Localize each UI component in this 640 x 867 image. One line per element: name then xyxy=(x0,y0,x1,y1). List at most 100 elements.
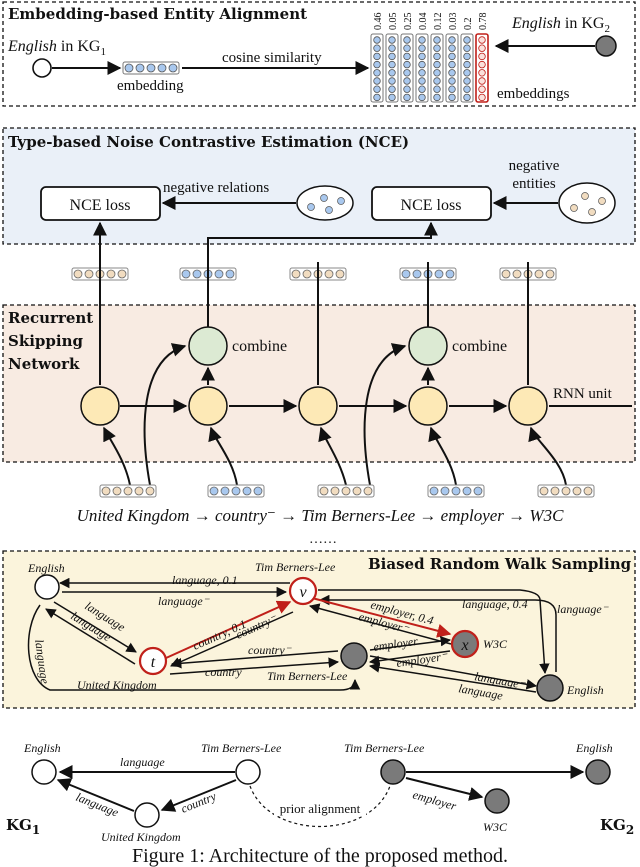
negative-relations-label: negative relations xyxy=(163,180,269,196)
walk-w3c-label: W3C xyxy=(483,637,508,651)
negative-entities-label-1: negative xyxy=(509,158,560,174)
input-embedding-1 xyxy=(99,484,157,498)
kg1-tbl xyxy=(235,759,261,785)
score-2: 0.05 xyxy=(388,13,399,31)
walk-uk-label: United Kingdom xyxy=(77,678,157,692)
walk-english2-label: English xyxy=(566,683,604,697)
kg2-w3c xyxy=(484,788,510,814)
kg1-label: KG1 xyxy=(6,816,40,837)
nce-loss-label-1: NCE loss xyxy=(70,197,131,214)
walk-x-node xyxy=(450,629,480,659)
path-sequence: United Kingdom → country⁻ → Tim Berners-… xyxy=(77,506,565,525)
kg2-embedding-columns xyxy=(370,33,489,103)
negative-relations-set xyxy=(296,185,354,221)
x-letter: x xyxy=(460,637,468,654)
alignment-section: Embedding-based Entity Alignment English… xyxy=(2,1,636,107)
rnn-unit-label: RNN unit xyxy=(553,386,613,402)
kg1-embedding-vector xyxy=(122,61,180,75)
kg2-label: KG2 xyxy=(600,816,634,837)
kg1-uk xyxy=(134,802,160,828)
kg1-language-label: language xyxy=(120,755,165,769)
kg-section: English language Tim Berners-Lee languag… xyxy=(6,741,634,844)
score-7: 0.2 xyxy=(463,18,474,31)
rsn-title-3: Network xyxy=(8,355,80,373)
score-8: 0.78 xyxy=(478,13,489,31)
t-letter: t xyxy=(151,654,156,671)
rsn-title-2: Skipping xyxy=(8,332,84,350)
kg2-english-node xyxy=(595,35,617,57)
combine-label-1: combine xyxy=(232,338,287,355)
embedding-column-7 xyxy=(460,33,474,103)
input-embeddings xyxy=(99,484,595,498)
input-embedding-3 xyxy=(317,484,375,498)
nce-loss-label-2: NCE loss xyxy=(401,197,462,214)
walk-english-node xyxy=(34,574,60,600)
edge-language-inv-top: language⁻ xyxy=(158,594,211,608)
negative-entities-label-2: entities xyxy=(512,176,555,192)
combine-node-1 xyxy=(188,326,228,366)
input-embedding-4 xyxy=(427,484,485,498)
embedding-column-6 xyxy=(445,33,459,103)
score-5: 0.12 xyxy=(433,13,444,31)
embedding-column-4 xyxy=(415,33,429,103)
embedding-column-5 xyxy=(430,33,444,103)
cosine-label: cosine similarity xyxy=(222,50,322,66)
alignment-title: Embedding-based Entity Alignment xyxy=(8,5,307,23)
kg2-employer-label: employer xyxy=(411,787,458,813)
output-embeddings xyxy=(71,267,557,281)
edge-country-inv-2: country⁻ xyxy=(248,643,293,657)
embedding-column-1 xyxy=(370,33,384,103)
combine-node-2 xyxy=(408,326,448,366)
score-3: 0.25 xyxy=(403,13,414,31)
edge-language-inv-right: language⁻ xyxy=(557,602,610,616)
nce-title: Type-based Noise Contrastive Estimation … xyxy=(8,133,409,151)
kg2-tbl xyxy=(380,759,406,785)
kg1-english-label: English in KG1 xyxy=(7,38,106,58)
edge-language-04: language, 0.4 xyxy=(462,597,528,611)
embedding-column-2 xyxy=(385,33,399,103)
similarity-scores: 0.46 0.05 0.25 0.04 0.12 0.03 0.2 0.78 xyxy=(373,13,489,31)
kg1-tbl-label: Tim Berners-Lee xyxy=(201,741,282,755)
edge-country-2: country xyxy=(205,665,242,679)
kg1-english xyxy=(31,759,57,785)
kg1-language-bottom-label: language xyxy=(74,790,121,820)
input-embedding-5 xyxy=(537,484,595,498)
kg2-english-label: English in KG2 xyxy=(511,15,610,35)
prior-alignment-label: prior alignment xyxy=(280,801,361,816)
rnn-nodes xyxy=(80,386,548,426)
score-4: 0.04 xyxy=(418,13,429,31)
kg2-w3c-label: W3C xyxy=(483,820,508,834)
kg2-tbl-label: Tim Berners-Lee xyxy=(344,741,425,755)
figure-caption: Figure 1: Architecture of the proposed m… xyxy=(132,845,508,867)
edge-employer-2: employer xyxy=(372,634,418,654)
edge-language-01: language, 0.1 xyxy=(172,573,238,587)
kg1-country-label: country xyxy=(179,789,219,816)
output-embedding-2 xyxy=(179,267,237,281)
walk-v-node xyxy=(288,576,318,606)
negative-entities-set xyxy=(558,182,616,224)
walk-t-node xyxy=(138,646,168,676)
kg1-english-label: English xyxy=(23,741,61,755)
ellipsis: …… xyxy=(309,532,337,547)
walk-tbl2-node xyxy=(340,642,368,670)
score-1: 0.46 xyxy=(373,13,384,31)
embedding-label: embedding xyxy=(117,78,184,94)
nce-loss-box-2 xyxy=(371,186,492,221)
nce-section: Type-based Noise Contrastive Estimation … xyxy=(2,127,636,245)
kg1-english-node xyxy=(32,58,52,78)
walk-title: Biased Random Walk Sampling xyxy=(368,555,632,573)
v-letter: v xyxy=(299,584,307,601)
walk-section: Biased Random Walk Sampling v t x Englis… xyxy=(2,550,636,709)
walk-english-label: English xyxy=(27,561,65,575)
walk-tbl-label: Tim Berners-Lee xyxy=(255,560,336,574)
edge-language-left: language xyxy=(32,638,52,685)
walk-english2-node xyxy=(536,674,564,702)
combine-label-2: combine xyxy=(452,338,507,355)
embeddings-label: embeddings xyxy=(497,86,570,102)
embedding-column-3 xyxy=(400,33,414,103)
kg2-english xyxy=(585,759,611,785)
kg2-english-label: English xyxy=(575,741,613,755)
score-6: 0.03 xyxy=(448,13,459,31)
rsn-title-1: Recurrent xyxy=(8,309,93,327)
